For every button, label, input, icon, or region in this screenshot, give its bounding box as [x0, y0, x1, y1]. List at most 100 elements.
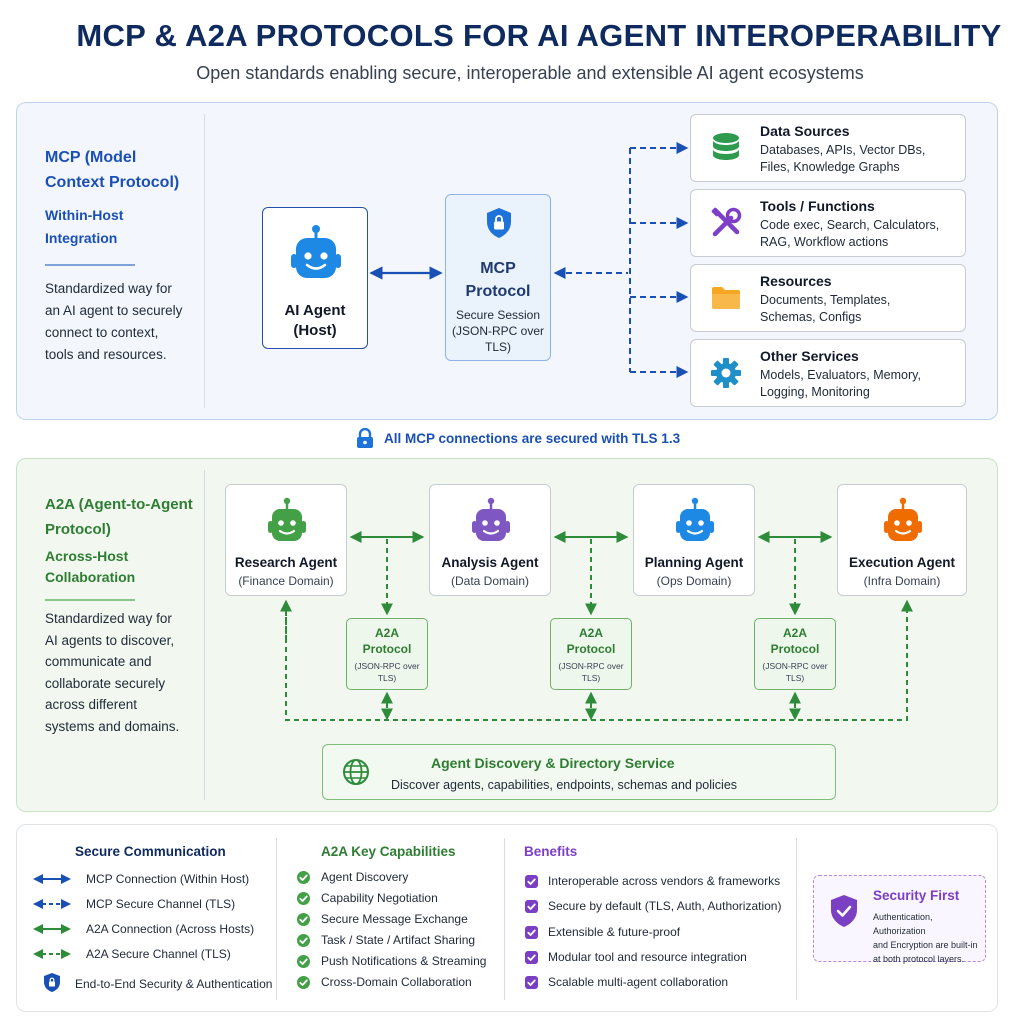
benefit-item: Interoperable across vendors & framework… — [548, 874, 781, 888]
agent-discovery-service[interactable]: Agent Discovery & Directory Service Disc… — [322, 744, 836, 800]
robot-icon — [268, 497, 306, 541]
capability-item: Agent Discovery — [321, 870, 409, 884]
a2a-side-title-line-1: A2A (Agent-to-Agent — [45, 496, 193, 513]
mcp-desc-line: an AI agent to securely — [45, 303, 183, 318]
robot-icon — [884, 497, 922, 541]
host-label-line-2: (Host) — [293, 322, 337, 339]
benefit-item: Secure by default (TLS, Auth, Authorizat… — [548, 899, 782, 914]
a2a-side-rule — [45, 599, 135, 601]
database-icon — [713, 133, 739, 160]
agent-domain: (Data Domain) — [450, 574, 530, 588]
globe-icon — [343, 759, 369, 785]
a2a-desc-line: Standardized way for — [45, 611, 172, 626]
a2a-desc-line: collaborate securely — [45, 675, 166, 691]
robot-icon — [472, 497, 510, 541]
agent-analysis[interactable]: Analysis Agent (Data Domain) — [429, 484, 551, 596]
resource-description: Code exec, Search, Calculators, RAG, Wor… — [760, 217, 939, 251]
capability-item: Push Notifications & Streaming — [321, 954, 487, 968]
discovery-title: Agent Discovery & Directory Service — [431, 755, 675, 771]
security-first-title: Security First — [873, 888, 960, 903]
resource-desc-line: Code exec, Search, Calculators, — [760, 218, 940, 232]
page-subtitle: Open standards enabling secure, interope… — [196, 63, 864, 83]
a2a-protocol-subtitle-line-2: TLS) — [377, 673, 397, 683]
a2a-side-title: A2A (Agent-to-Agent Protocol) — [45, 492, 193, 542]
a2a-protocol-subtitle-line-2: TLS) — [581, 673, 601, 683]
mcp-side-subtitle-line-1: Within-Host — [45, 207, 124, 223]
legend-comm-item: A2A Connection (Across Hosts) — [86, 922, 255, 936]
agent-domain: (Finance Domain) — [238, 574, 334, 588]
mcp-protocol-description: Secure Session (JSON-RPC over TLS) — [446, 307, 550, 355]
a2a-protocol-subtitle-line-2: TLS) — [785, 673, 805, 683]
agent-domain: (Infra Domain) — [863, 574, 941, 588]
a2a-protocol-title-line-1: A2A — [578, 626, 603, 640]
resource-tools-functions[interactable]: Tools / Functions Code exec, Search, Cal… — [690, 189, 966, 257]
a2a-divider — [204, 470, 205, 800]
a2a-protocol-subtitle: (JSON-RPC over TLS) — [755, 660, 835, 684]
resource-desc-line: Documents, Templates, — [760, 293, 891, 307]
capability-item: Capability Negotiation — [321, 891, 438, 905]
shield-lock-icon — [487, 208, 511, 238]
agent-name: Execution Agent — [848, 555, 955, 570]
mcp-desc-line: Standardized way for — [45, 281, 172, 296]
lock-icon — [357, 428, 373, 448]
resource-data-sources[interactable]: Data Sources Databases, APIs, Vector DBs… — [690, 114, 966, 182]
security-desc-line: at both protocol layers. — [873, 954, 965, 964]
resource-description: Models, Evaluators, Memory, Logging, Mon… — [760, 367, 921, 401]
agent-name: Analysis Agent — [441, 555, 539, 570]
resource-description: Databases, APIs, Vector DBs, Files, Know… — [760, 142, 925, 176]
resource-desc-line: Logging, Monitoring — [760, 385, 870, 399]
a2a-desc-line: systems and domains. — [45, 718, 180, 734]
folder-icon — [712, 287, 740, 309]
mcp-protocol-desc-line: Secure Session — [455, 308, 541, 322]
security-desc-line: and Encryption are built-in — [873, 940, 978, 950]
a2a-directory-bus — [285, 602, 908, 721]
legend-e2e-security: End-to-End Security & Authentication — [75, 977, 273, 991]
agent-name: Research Agent — [234, 555, 338, 570]
a2a-protocol-title-line-1: A2A — [782, 626, 807, 640]
ai-agent-host-box[interactable]: AI Agent (Host) — [262, 207, 368, 349]
security-first-description: Authentication, Authorization and Encryp… — [873, 910, 985, 966]
a2a-protocol-box[interactable]: A2A Protocol (JSON-RPC over TLS) — [346, 618, 428, 690]
check-icon — [525, 976, 538, 990]
resource-resources[interactable]: Resources Documents, Templates, Schemas,… — [690, 264, 966, 332]
check-icon — [297, 871, 310, 884]
legend-comm-item: MCP Secure Channel (TLS) — [86, 897, 236, 911]
mcp-side-subtitle: Within-Host Integration — [45, 204, 123, 250]
a2a-protocol-title-line-1: A2A — [374, 626, 399, 640]
resource-desc-line: Databases, APIs, Vector DBs, — [760, 143, 926, 157]
resource-other-services[interactable]: Other Services Models, Evaluators, Memor… — [690, 339, 966, 407]
check-icon — [525, 900, 538, 914]
page-title: MCP & A2A PROTOCOLS FOR AI AGENT INTEROP… — [76, 18, 1002, 53]
legend-benefits-title: Benefits — [524, 844, 578, 859]
a2a-protocol-subtitle-line-1: (JSON-RPC over — [558, 661, 624, 671]
agent-execution[interactable]: Execution Agent (Infra Domain) — [837, 484, 967, 596]
legend-comm-item: MCP Connection (Within Host) — [86, 872, 250, 886]
agent-planning[interactable]: Planning Agent (Ops Domain) — [633, 484, 755, 596]
a2a-desc-line: across different — [45, 697, 138, 712]
security-first-card: Security First Authentication, Authoriza… — [813, 875, 986, 964]
mcp-protocol-box[interactable]: MCP Protocol Secure Session (JSON-RPC ov… — [445, 194, 551, 361]
a2a-protocol-title: A2A Protocol — [347, 625, 427, 657]
mcp-side-subtitle-line-2: Integration — [45, 230, 118, 246]
shield-lock-icon — [44, 973, 60, 992]
mcp-protocol-desc-line: (JSON-RPC over — [451, 324, 544, 338]
legend-line-samples — [33, 874, 71, 959]
mcp-divider — [204, 114, 205, 408]
agent-research[interactable]: Research Agent (Finance Domain) — [225, 484, 347, 596]
robot-icon — [291, 225, 341, 278]
mcp-side-title: MCP (Model Context Protocol) — [45, 145, 179, 195]
mcp-protocol-desc-line: TLS) — [484, 340, 511, 354]
a2a-side-subtitle-line-1: Across-Host — [45, 548, 129, 564]
a2a-connector-lines — [280, 531, 913, 721]
mcp-side-rule — [45, 264, 135, 266]
a2a-protocol-box[interactable]: A2A Protocol (JSON-RPC over TLS) — [550, 618, 632, 690]
resource-title: Resources — [760, 273, 832, 289]
a2a-protocol-title-line-2: Protocol — [770, 642, 820, 656]
a2a-protocol-box[interactable]: A2A Protocol (JSON-RPC over TLS) — [754, 618, 836, 690]
mcp-protocol-label-line-1: MCP — [480, 260, 516, 277]
a2a-side-subtitle-line-2: Collaboration — [45, 569, 136, 585]
benefit-item: Modular tool and resource integration — [548, 949, 747, 964]
check-icon — [525, 950, 538, 964]
mcp-desc-line: connect to context, — [45, 325, 159, 340]
resource-title: Other Services — [760, 348, 859, 364]
